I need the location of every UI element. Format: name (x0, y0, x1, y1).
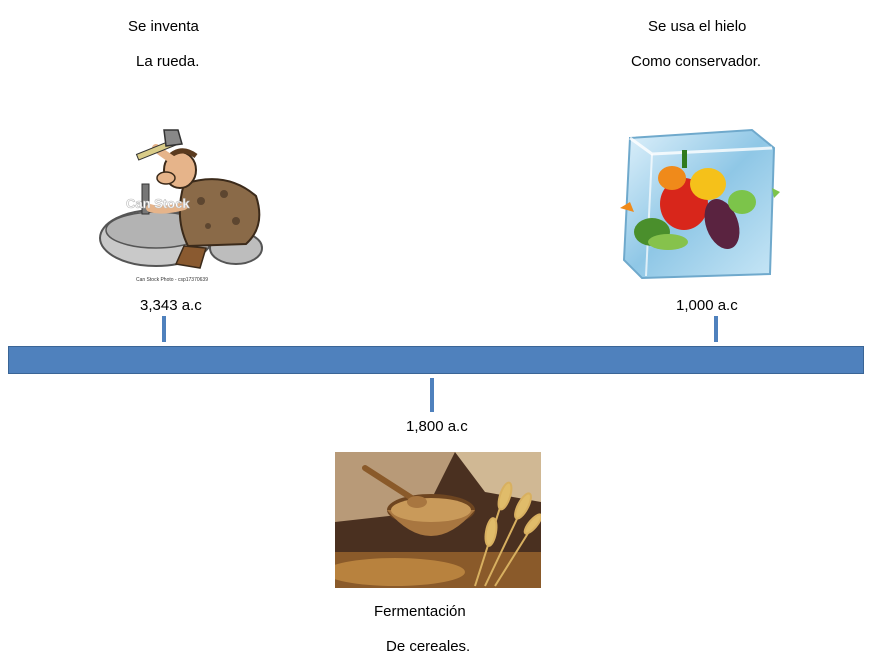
event-1-date: 3,343 a.c (140, 297, 202, 314)
event-2-title: Se usa el hielo (648, 18, 747, 35)
event-3-title: Fermentación (374, 603, 466, 620)
event-3-subtitle: De cereales. (386, 638, 471, 655)
event-3-date: 1,800 a.c (406, 418, 468, 435)
watermark-text: Can Stock Photo - csp17370639 (136, 277, 208, 283)
event-1-subtitle: La rueda. (136, 53, 200, 70)
wheat-grain-bowl-icon (335, 452, 541, 588)
event-3-tick (430, 378, 434, 412)
event-1-title: Se inventa (128, 18, 199, 35)
vegetables-in-ice-cube-icon (612, 124, 782, 282)
timeline-bar (8, 346, 864, 374)
svg-text:Can Stock: Can Stock (126, 196, 190, 211)
event-2-subtitle: Como conservador. (631, 53, 762, 70)
event-1-tick (162, 316, 166, 342)
event-2-tick (714, 316, 718, 342)
event-2-date: 1,000 a.c (676, 297, 738, 314)
caveman-carving-wheel-icon: Can Stock Can Stock Photo - csp17370639 (96, 126, 266, 286)
